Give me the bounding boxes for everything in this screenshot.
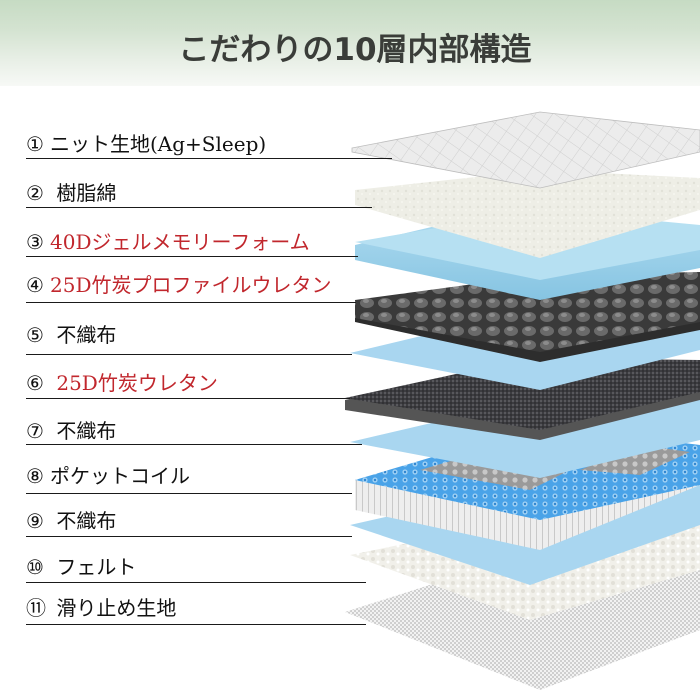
layer-number: ②: [26, 181, 44, 205]
layer-label-11: ⑪ 滑り止め生地: [26, 595, 176, 625]
profile-foam-layer: [355, 272, 700, 362]
layer-number: ⑦: [26, 419, 44, 443]
knit-fabric-layer: [351, 111, 700, 189]
layer-name: 不織布: [56, 509, 117, 533]
layer-number: ①: [26, 132, 44, 156]
layer-name: 25D竹炭プロファイルウレタン: [50, 273, 332, 297]
layer-name: 樹脂綿: [56, 181, 117, 205]
leader-line-10: [26, 582, 366, 583]
layer-label-9: ⑨ 不織布: [26, 508, 116, 538]
leader-line-4: [26, 302, 356, 303]
leader-line-8: [26, 493, 352, 494]
layer-number: ⑨: [26, 509, 44, 533]
header-banner: こだわりの10層内部構造: [0, 0, 700, 86]
layer-number: ⑪: [26, 596, 46, 620]
layer-name: フェルト: [56, 555, 137, 579]
leader-line-5: [26, 354, 352, 355]
resin-cotton-layer: [355, 170, 700, 258]
layer-name: 25D竹炭ウレタン: [56, 371, 218, 395]
layer-number: ⑤: [26, 323, 44, 347]
leader-line-1: [26, 158, 392, 159]
leader-line-7: [26, 444, 362, 445]
charcoal-urethane-layer: [345, 358, 700, 440]
layer-name: ポケットコイル: [50, 464, 190, 488]
layer-label-10: ⑩ フェルト: [26, 554, 136, 584]
layer-number: ⑧: [26, 464, 44, 488]
layer-label-6: ⑥ 25D竹炭ウレタン: [26, 370, 218, 400]
layer-label-5: ⑤ 不織布: [26, 322, 116, 352]
layer-name: ニット生地(Ag+Sleep): [50, 132, 267, 156]
layer-number: ③: [26, 230, 44, 254]
layer-label-7: ⑦ 不織布: [26, 418, 116, 448]
layer-name: 不織布: [56, 419, 117, 443]
leader-line-11: [26, 624, 366, 625]
leader-line-6: [26, 398, 350, 399]
layer-number: ④: [26, 273, 44, 297]
leader-line-9: [26, 536, 352, 537]
layer-name: 滑り止め生地: [56, 596, 177, 620]
page-title: こだわりの10層内部構造: [178, 32, 532, 68]
leader-line-3: [26, 256, 358, 257]
mattress-layer-illustration: [340, 100, 700, 700]
layer-label-2: ② 樹脂綿: [26, 180, 116, 210]
layer-number: ⑥: [26, 371, 44, 395]
layer-number: ⑩: [26, 555, 44, 579]
leader-line-2: [26, 207, 372, 208]
layer-name: 不織布: [56, 323, 117, 347]
layer-name: 40Dジェルメモリーフォーム: [50, 230, 310, 254]
